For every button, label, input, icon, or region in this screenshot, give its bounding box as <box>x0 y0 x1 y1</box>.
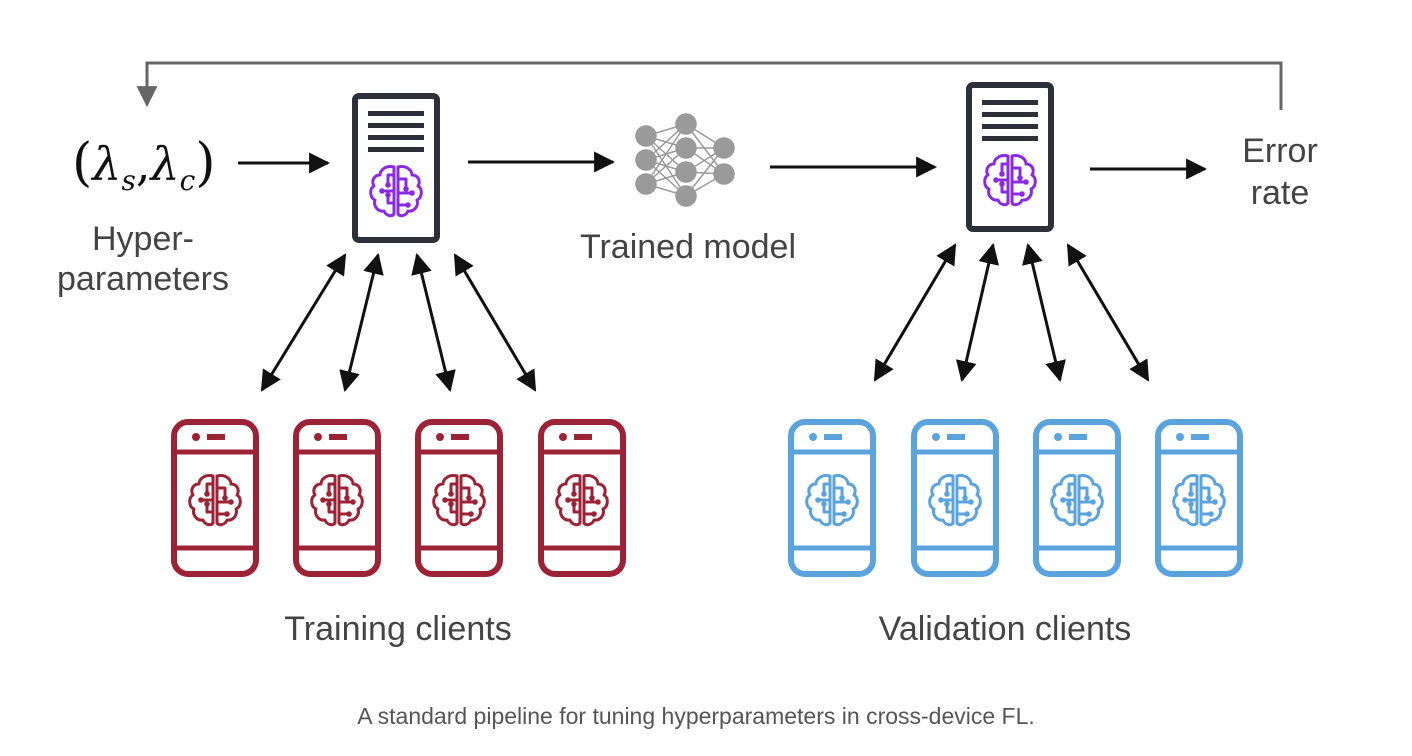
validation-clients-label: Validation clients <box>879 610 1132 648</box>
validation-client-phone-icon <box>914 422 996 574</box>
hyperparameter-tuple: (λs,λc) <box>72 133 216 197</box>
figure-caption: A standard pipeline for tuning hyperpara… <box>357 703 1035 729</box>
validation-client-phone-icon <box>791 422 873 574</box>
neural-network-icon <box>635 113 735 207</box>
hyperparameters-label-line1: Hyper- <box>92 220 194 258</box>
training-client-phone-icon <box>418 422 500 574</box>
training-client-phone-icon <box>296 422 378 574</box>
validation-server-icon <box>969 85 1051 229</box>
hyperparameters-label-line2: parameters <box>57 260 229 298</box>
error-rate-line1: Error <box>1242 132 1318 170</box>
trained-model-label: Trained model <box>580 228 796 266</box>
error-rate-line2: rate <box>1251 174 1310 212</box>
training-client-phone-icon <box>174 422 256 574</box>
training-client-arrows <box>260 252 537 393</box>
training-clients-label: Training clients <box>284 610 511 648</box>
training-server-icon <box>355 96 437 240</box>
validation-client-phone-icon <box>1158 422 1240 574</box>
feedback-loop-line <box>136 61 1283 110</box>
validation-client-arrows <box>873 242 1150 383</box>
training-client-phone-icon <box>541 422 623 574</box>
validation-client-phone-icon <box>1036 422 1118 574</box>
